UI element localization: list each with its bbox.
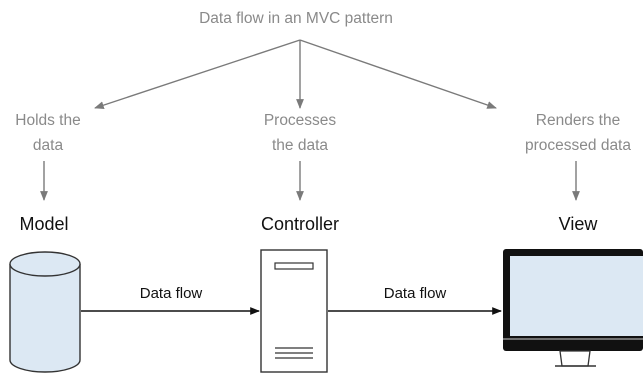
flow-label-2: Data flow [384, 285, 447, 302]
model-description-line-2: data [33, 137, 64, 154]
flow-model-to-controller: Data flow [81, 285, 260, 315]
view-heading: View [559, 214, 599, 234]
branch-arrow-model [94, 39, 301, 109]
server-icon [260, 249, 328, 373]
diagram-title: Data flow in an MVC pattern [199, 10, 393, 27]
description-arrows [40, 161, 580, 201]
database-icon [9, 251, 81, 373]
flow-label-1: Data flow [140, 285, 203, 302]
view-description-line-2: processed data [525, 137, 631, 154]
controller-description: Processes the data [264, 112, 337, 154]
controller-description-line-1: Processes [264, 112, 337, 129]
view-description-line-1: Renders the [536, 112, 620, 129]
model-description: Holds the data [15, 112, 80, 154]
controller-description-line-2: the data [272, 137, 328, 154]
model-description-line-1: Holds the [15, 112, 80, 129]
monitor-icon [503, 249, 643, 367]
title-branch-arrows [94, 39, 497, 109]
flow-controller-to-view: Data flow [328, 285, 502, 315]
view-description: Renders the processed data [525, 112, 631, 154]
model-heading: Model [19, 214, 68, 234]
branch-arrow-view [299, 39, 497, 109]
controller-heading: Controller [261, 214, 339, 234]
